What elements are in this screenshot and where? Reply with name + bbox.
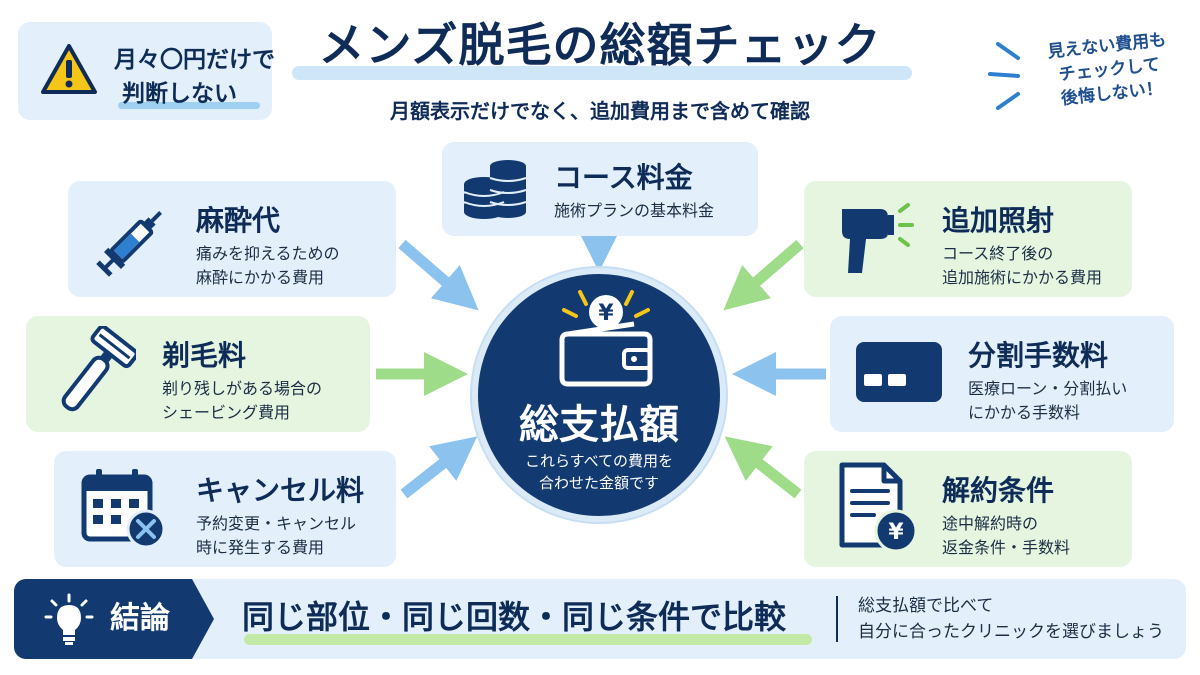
warning-icon [41,44,97,94]
card-contract-title: 解約条件 [942,474,1055,507]
syringe-icon [96,211,162,277]
card-extra-desc-2: 追加施術にかかる費用 [942,268,1103,287]
total-payment-desc-1: これらすべての費用を [524,452,674,470]
card-cancel-fee: キャンセル料 予約変更・キャンセル 時に発生する費用 [54,451,396,567]
arrow-anesthesia [398,239,479,311]
calendar-cancel-icon [81,469,166,549]
conclusion-side-1: 総支払額で比べて [858,596,994,616]
card-shaving-desc-1: 剃り残しがある場合の [162,379,323,398]
card-anesthesia-desc-2: 麻酔にかかる費用 [196,268,325,287]
card-cancel-title: キャンセル料 [196,474,365,507]
warning-line-1: 月々〇円だけで [114,47,275,73]
card-extra-desc-1: コース終了後の [942,244,1054,263]
page-title: メンズ脱毛の総額チェック [318,18,882,72]
card-installment-desc-1: 医療ローン・分割払い [968,379,1128,398]
emphasis-strokes [988,42,1020,110]
total-payment-desc-2: 合わせた金額です [538,474,659,492]
wallet-yen-glyph: ¥ [598,301,614,326]
card-contract-desc-2: 返金条件・手数料 [942,538,1071,557]
conclusion-divider [836,596,838,642]
total-payment-circle: ¥ 総支払額 これらすべての費用を 合わせた金額です [472,268,726,522]
card-course-fee: コース料金 施術プランの基本料金 [442,142,758,236]
arrow-extra [723,239,804,311]
conclusion-side-2: 自分に合ったクリニックを選びましょう [858,622,1164,642]
card-shaving-desc-2: シェービング費用 [162,403,291,422]
title-underline [292,66,912,80]
page-subtitle: 月額表示だけでなく、追加費用まで含めて確認 [390,99,810,123]
warning-line-2: 判断しない [122,81,237,107]
warning-underline [118,102,260,109]
conclusion-side-note: 総支払額で比べて 自分に合ったクリニックを選びましょう [858,593,1164,645]
side-note: 見えない費用も チェックして 後悔しない！ [1036,27,1184,125]
conclusion-label: 結論 [110,601,170,636]
total-payment-label: 総支払額 [519,402,679,448]
card-extra-title: 追加照射 [942,204,1055,237]
conclusion-bar: 結論 同じ部位・同じ回数・同じ条件で比較 総支払額で比べて 自分に合ったクリニッ… [14,579,1186,659]
card-cancel-desc-1: 予約変更・キャンセル [196,514,357,533]
card-course-title: コース料金 [554,161,693,194]
conclusion-message: 同じ部位・同じ回数・同じ条件で比較 [242,598,787,636]
wallet-yen-icon: ¥ [559,290,653,387]
arrow-contract [724,436,802,499]
card-anesthesia: 麻酔代 痛みを抑えるための 麻酔にかかる費用 [68,181,396,297]
total-payment-desc: これらすべての費用を 合わせた金額です [478,450,720,494]
credit-card-icon [856,342,942,402]
card-shaving-title: 剃毛料 [162,339,247,372]
warning-badge: 月々〇円だけで 判断しない [18,22,275,120]
card-shaving: 剃毛料 剃り残しがある場合の シェービング費用 [26,316,370,432]
yen-glyph: ¥ [888,520,904,545]
card-installment-title: 分割手数料 [968,339,1109,372]
laser-device-icon [842,203,914,273]
card-course-desc: 施術プランの基本料金 [554,201,715,220]
razor-icon [61,326,136,412]
card-installment-desc-2: にかかる手数料 [968,403,1081,422]
card-extra-irradiation: 追加照射 コース終了後の 追加施術にかかる費用 [804,181,1132,297]
card-installment-fee: 分割手数料 医療ローン・分割払い にかかる手数料 [830,316,1174,432]
card-contract-desc-1: 途中解約時の [942,514,1039,533]
card-cancel-desc-2: 時に発生する費用 [196,538,325,557]
card-anesthesia-desc-1: 痛みを抑えるための [196,244,340,263]
coins-icon [463,160,527,219]
lightbulb-icon [44,593,94,645]
arrow-cancel [400,436,478,499]
card-cancellation-terms: ¥ 解約条件 途中解約時の 返金条件・手数料 [804,451,1132,567]
conclusion-underline [244,634,812,645]
document-yen-icon: ¥ [839,462,918,553]
card-anesthesia-title: 麻酔代 [196,204,281,237]
